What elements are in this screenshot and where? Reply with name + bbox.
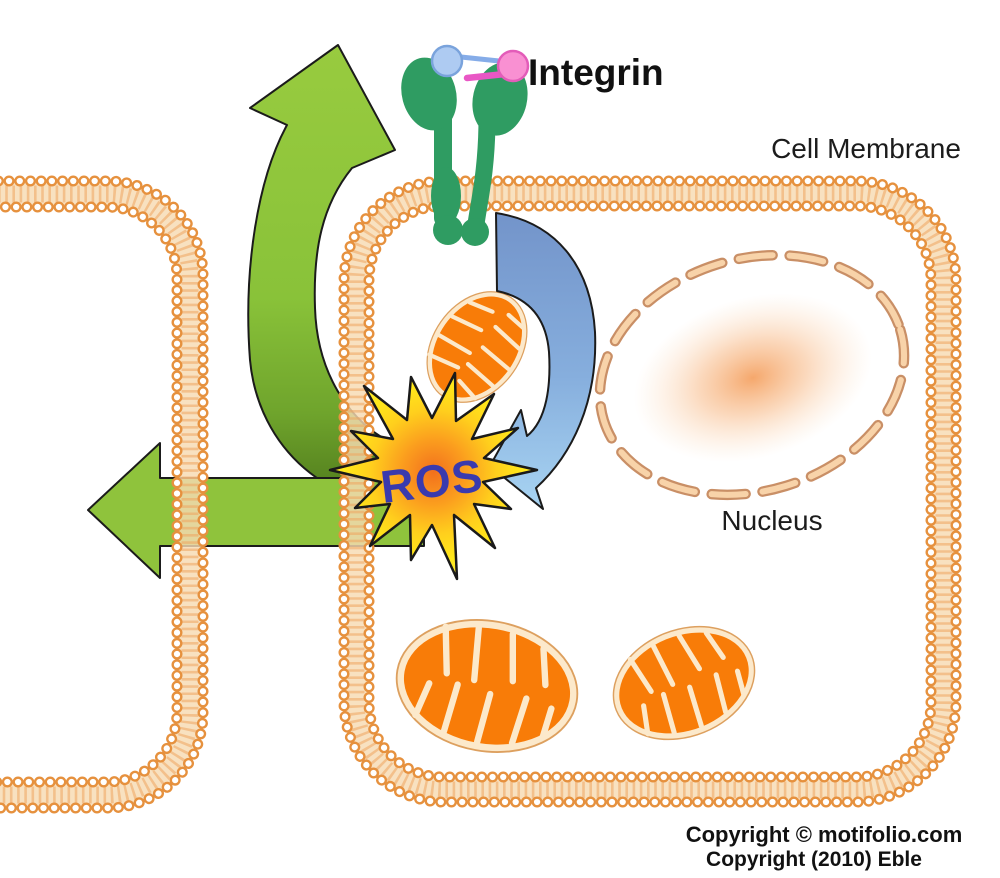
ligand-link-blue [458, 54, 502, 64]
copyright-line-1: Copyright © motifolio.com [686, 822, 963, 847]
main-cell-membrane [338, 175, 962, 808]
integrin-stalk-bulge [431, 167, 461, 225]
ligand-link-pink [463, 70, 509, 82]
neighbor-cell-membrane [0, 175, 209, 814]
ligand-ball-blue [430, 44, 464, 78]
green-curved-arrow [247, 44, 421, 507]
blue-curved-arrow [489, 212, 597, 510]
integrin-foot-right [461, 218, 489, 246]
nucleus-label: Nucleus [721, 505, 822, 536]
ros-label: ROS [378, 449, 486, 513]
copyright-line-2: Copyright (2010) Eble [706, 848, 922, 871]
mitochondrion-bottom-left [386, 606, 588, 766]
cell-membrane-label: Cell Membrane [771, 133, 961, 164]
nucleus [594, 249, 910, 501]
integrin-receptor [401, 44, 530, 246]
integrin-foot-left [433, 215, 463, 245]
ligand-ball-pink [496, 49, 530, 83]
mitochondrion-bottom-right [596, 606, 771, 759]
integrin-label: Integrin [528, 52, 664, 93]
integrin-alpha-stalk [467, 109, 496, 233]
ros-starburst: ROS [328, 371, 539, 581]
